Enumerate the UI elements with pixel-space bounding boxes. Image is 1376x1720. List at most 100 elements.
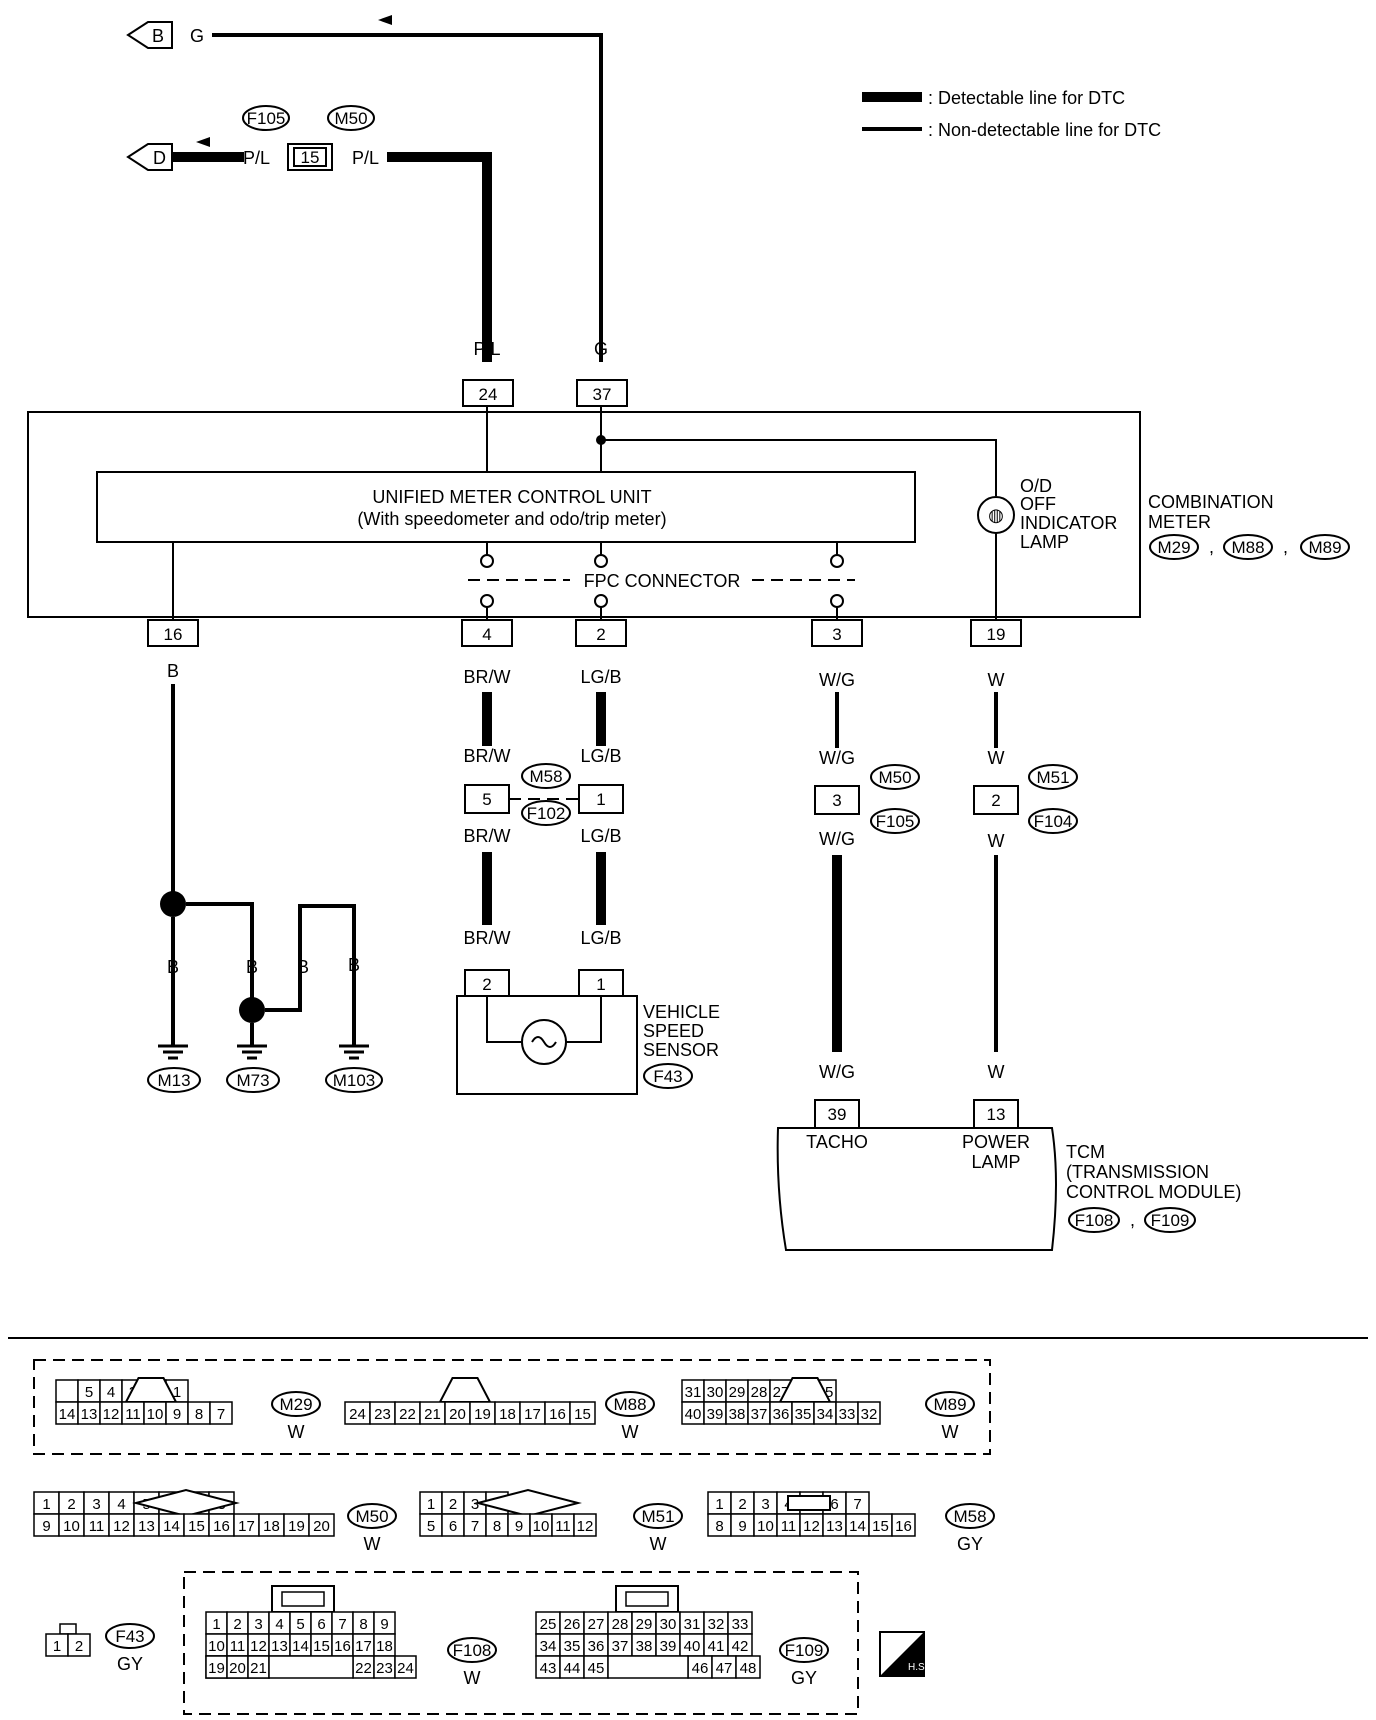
pin-vss-2: 2: [482, 975, 491, 994]
meter-internal-line-lamp: [601, 439, 997, 496]
od-label-2: OFF: [1020, 494, 1056, 514]
m51-key: [474, 1488, 582, 1518]
f109-color: GY: [791, 1668, 817, 1688]
od-label-1: O/D: [1020, 476, 1052, 496]
wire-lgb-label: LG/B: [580, 667, 621, 687]
f109-pin: 33: [732, 1616, 749, 1633]
m50-pin: 20: [313, 1518, 330, 1535]
pin-vss-1: 1: [596, 975, 605, 994]
m29-pin: 10: [147, 1406, 164, 1423]
m50-pin: 17: [238, 1518, 255, 1535]
fpc-pin-4-bottom: [480, 594, 494, 608]
f43-color: GY: [117, 1654, 143, 1674]
unified-subtitle: (With speedometer and odo/trip meter): [357, 509, 666, 529]
f109-pin: 42: [732, 1638, 749, 1655]
m88-pin: 22: [399, 1406, 416, 1423]
m51-pin: 3: [471, 1496, 479, 1513]
f109-pin: 36: [588, 1638, 605, 1655]
f109-pin: 40: [684, 1638, 701, 1655]
m89-pin: 39: [707, 1406, 724, 1423]
wire-lgb-label: LG/B: [580, 746, 621, 766]
tcm-label-1: TCM: [1066, 1142, 1105, 1162]
wire-b-label: B: [167, 661, 179, 681]
f109-pin: 35: [564, 1638, 581, 1655]
fpc-pin-3-top: [830, 554, 844, 568]
connector-3b-box: [814, 785, 860, 815]
f43-cell: [67, 1633, 91, 1657]
m29-pin: 1: [173, 1384, 181, 1401]
wire-pl-left-label: P/L: [243, 148, 270, 168]
m89-pin: 33: [839, 1406, 856, 1423]
m58-slot: [787, 1495, 831, 1511]
m89-pin: 38: [729, 1406, 746, 1423]
connector-m29-bubble: [1149, 534, 1199, 560]
terminal-b-arrow: [126, 21, 173, 49]
wire-b-label: B: [246, 957, 258, 977]
f108-color: W: [464, 1668, 481, 1688]
combination-meter-label-1: COMBINATION: [1148, 492, 1274, 512]
vss-label-3: SENSOR: [643, 1040, 719, 1060]
connector-f104-bubble: [1028, 808, 1078, 834]
pin-15: 15: [301, 148, 320, 167]
f109-pin: 41: [708, 1638, 725, 1655]
wire-brw-label: BR/W: [464, 667, 511, 687]
connector-15-inner: [293, 147, 327, 167]
m29-view-label: M29: [279, 1395, 312, 1414]
m89-pin: 37: [751, 1406, 768, 1423]
connector-m50b-bubble: [870, 764, 920, 790]
connector-13-box: [973, 1099, 1019, 1129]
m51-cell: [573, 1513, 597, 1537]
fpc-pin-2-top: [594, 554, 608, 568]
f109-pin: 37: [612, 1638, 629, 1655]
f109-pin: 48: [740, 1660, 757, 1677]
f109-pin: 29: [636, 1616, 653, 1633]
m50-view-bubble: [347, 1503, 397, 1529]
m50-pin: 10: [63, 1518, 80, 1535]
m88-view-bubble: [605, 1391, 655, 1417]
m88-pin: 20: [449, 1406, 466, 1423]
f109-pin: 30: [660, 1616, 677, 1633]
m88-pin: 19: [474, 1406, 491, 1423]
m88-pin: 21: [424, 1406, 441, 1423]
connector-m103-label: M103: [333, 1071, 376, 1090]
connector-f43-bubble: [643, 1063, 693, 1089]
pin-3: 3: [832, 625, 841, 644]
m51-view-bubble: [633, 1503, 683, 1529]
m50-pin: 16: [213, 1518, 230, 1535]
m50-color: W: [364, 1534, 381, 1554]
unified-title: UNIFIED METER CONTROL UNIT: [372, 487, 651, 507]
connector-m13-bubble: [147, 1067, 201, 1093]
connector-f109-label: F109: [1151, 1211, 1190, 1230]
m58-pin: 14: [849, 1518, 866, 1535]
f109-pin: 45: [588, 1660, 605, 1677]
m88-pin: 15: [574, 1406, 591, 1423]
wire-b-label: B: [348, 955, 360, 975]
vss-circuit: BR/W LG/B BR/W LG/B 5 1 M58 F102 BR/W LG…: [456, 667, 720, 1095]
ground-splice-1: [160, 891, 186, 917]
pin-37: 37: [593, 385, 612, 404]
m50-cell: [308, 1513, 335, 1537]
f109-pin: 44: [564, 1660, 581, 1677]
pin-3b: 3: [832, 791, 841, 810]
m89-pin: 30: [707, 1384, 724, 1401]
f108-pin: 7: [338, 1616, 346, 1633]
m50-pin: 19: [288, 1518, 305, 1535]
f109-pin: 39: [660, 1638, 677, 1655]
f43-view-label: F43: [115, 1627, 144, 1646]
hs-badge-fill: [880, 1632, 924, 1676]
m29-pin: 13: [81, 1406, 98, 1423]
m29-pin: 9: [173, 1406, 181, 1423]
wire-w-label: W: [988, 670, 1005, 690]
connector-m73-bubble: [226, 1067, 280, 1093]
connector-m58-bubble: [521, 763, 571, 789]
m29-color: W: [288, 1422, 305, 1442]
m50-pin: 9: [42, 1518, 50, 1535]
m58-pin: 6: [830, 1496, 838, 1513]
wire-lgb-label: LG/B: [580, 826, 621, 846]
connector-m89-label: M89: [1308, 538, 1341, 557]
terminal-b-label: B: [152, 26, 164, 46]
f108-blank: [268, 1655, 354, 1679]
m58-pin: 16: [895, 1518, 912, 1535]
f108-pin: 12: [250, 1638, 267, 1655]
pin-16: 16: [164, 625, 183, 644]
